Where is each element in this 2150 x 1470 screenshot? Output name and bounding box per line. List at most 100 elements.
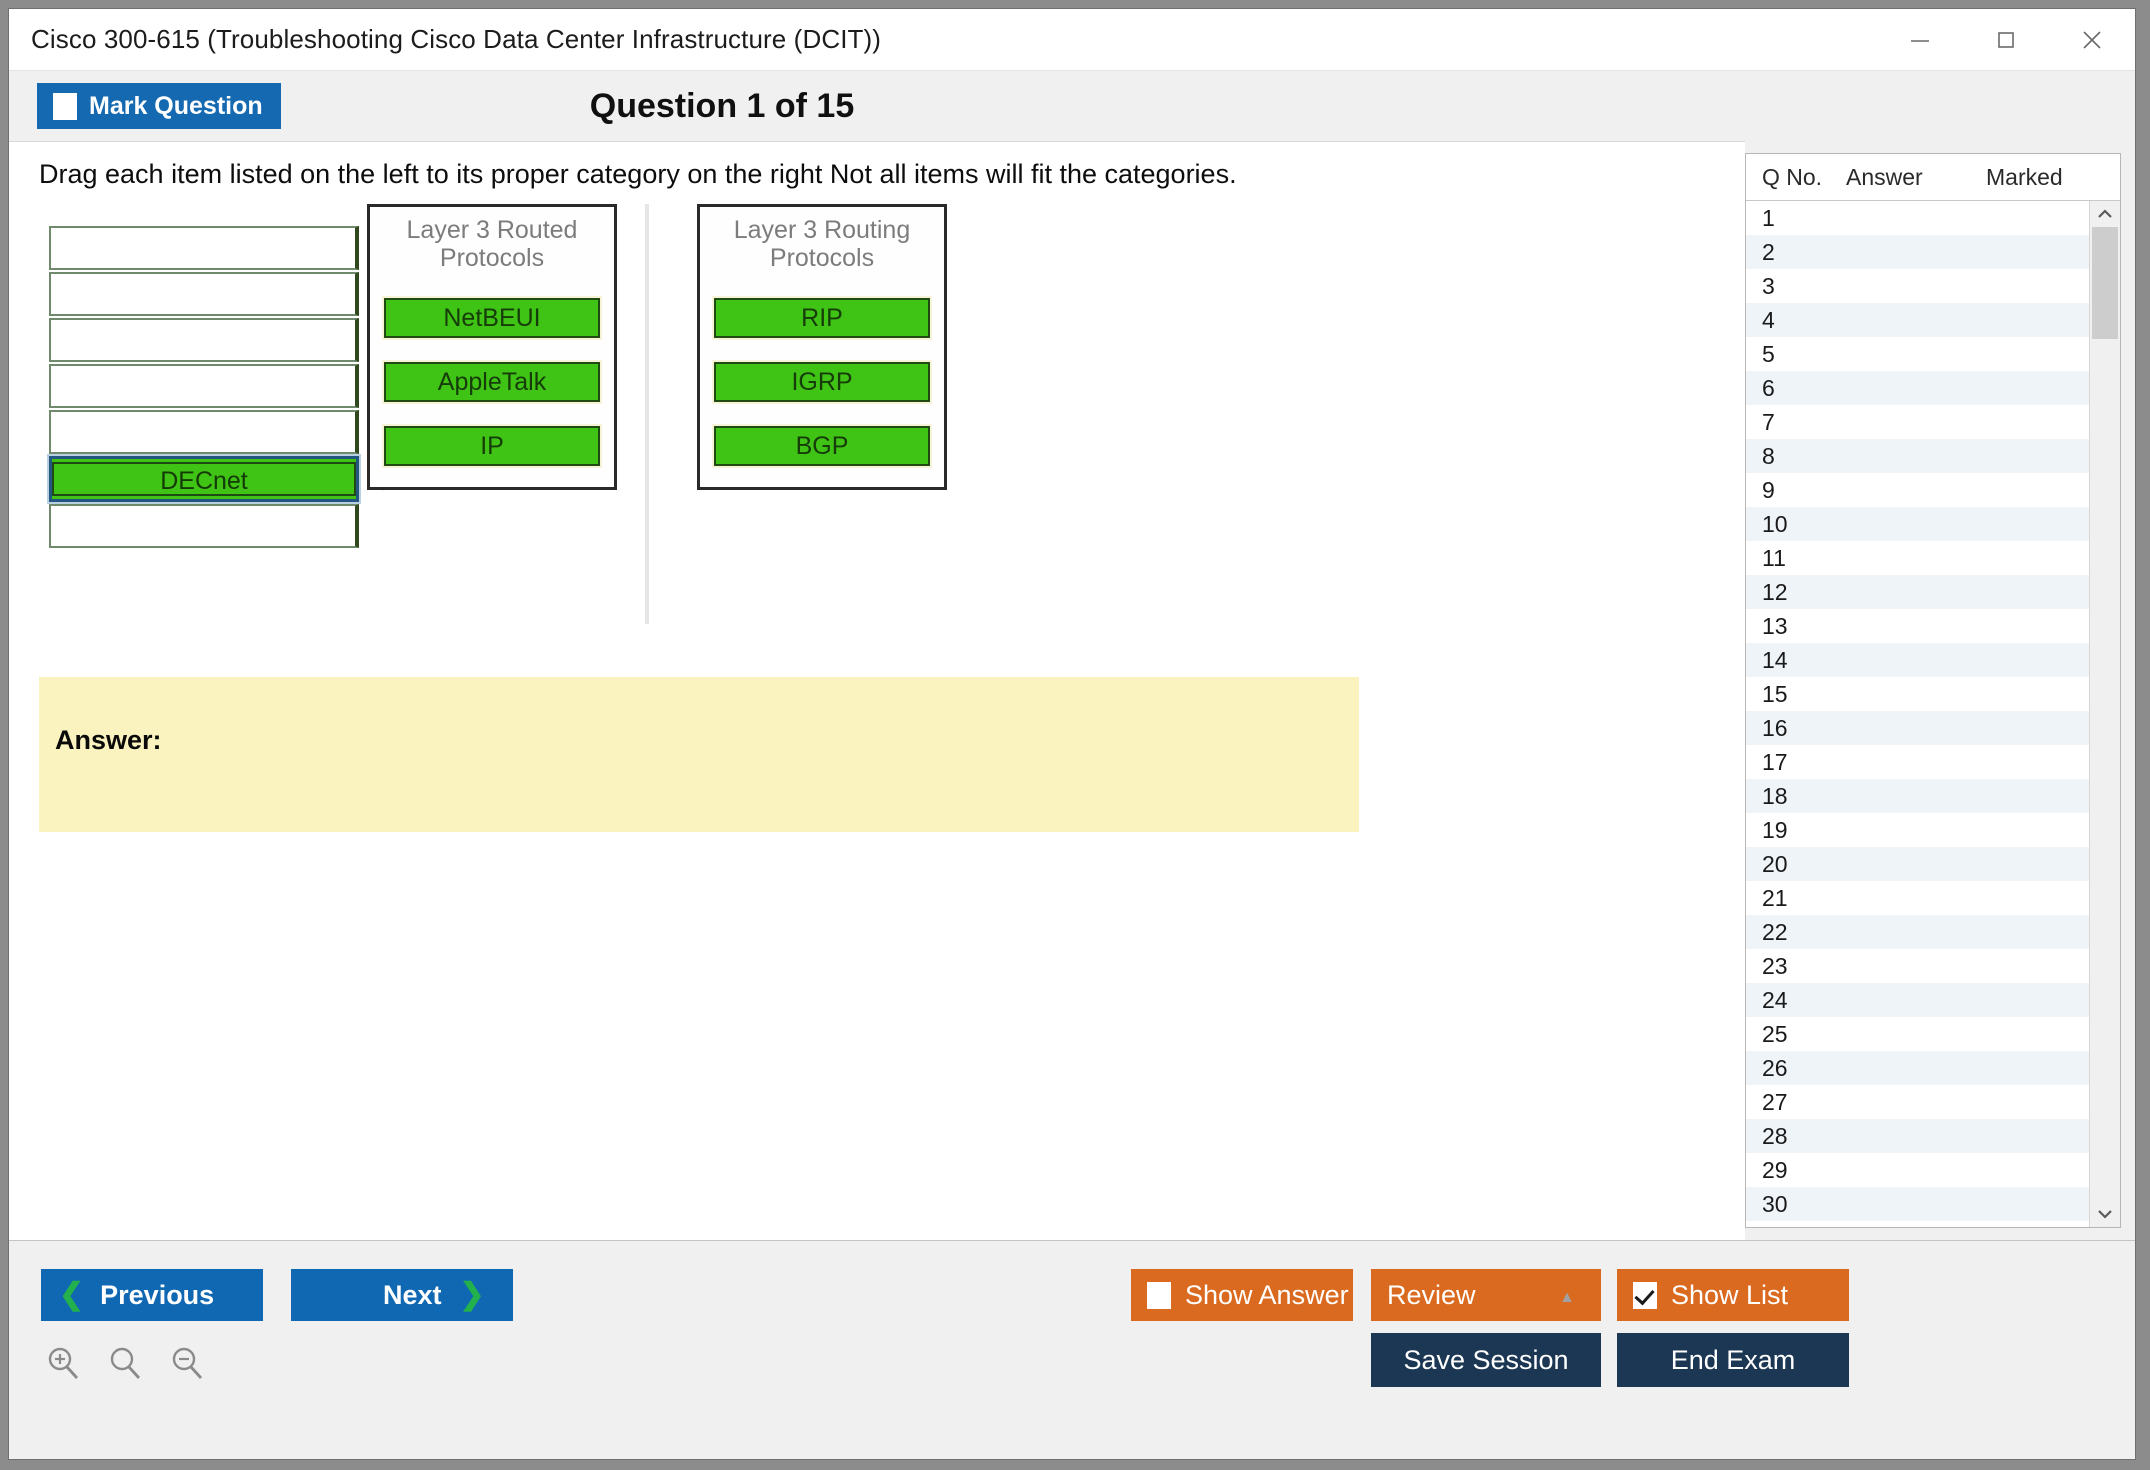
- source-item[interactable]: [49, 410, 359, 454]
- mark-question-label: Mark Question: [89, 91, 263, 120]
- review-dropdown[interactable]: Review ▲: [1371, 1269, 1601, 1321]
- table-row[interactable]: 23: [1746, 949, 2089, 983]
- source-item-decnet[interactable]: DECnet: [49, 456, 359, 502]
- table-row[interactable]: 30: [1746, 1187, 2089, 1221]
- header-q-no: Q No.: [1762, 163, 1823, 190]
- source-item[interactable]: [49, 272, 359, 316]
- source-item[interactable]: [49, 364, 359, 408]
- show-list-button[interactable]: Show List: [1617, 1269, 1849, 1321]
- show-list-label: Show List: [1671, 1279, 1789, 1310]
- table-row[interactable]: 6: [1746, 371, 2089, 405]
- mark-question-button[interactable]: Mark Question: [37, 83, 281, 129]
- table-row[interactable]: 10: [1746, 507, 2089, 541]
- end-exam-button[interactable]: End Exam: [1617, 1333, 1849, 1387]
- previous-label: Previous: [100, 1279, 215, 1310]
- table-row[interactable]: 11: [1746, 541, 2089, 575]
- table-row[interactable]: 1: [1746, 201, 2089, 235]
- window-titlebar: Cisco 300-615 (Troubleshooting Cisco Dat…: [9, 9, 2135, 71]
- cell-q-no: 23: [1762, 952, 1788, 979]
- save-session-button[interactable]: Save Session: [1371, 1333, 1601, 1387]
- table-row[interactable]: 28: [1746, 1119, 2089, 1153]
- maximize-icon[interactable]: [1963, 10, 2049, 70]
- close-icon[interactable]: [2049, 10, 2135, 70]
- chevron-left-icon: ❮: [59, 1278, 85, 1311]
- show-answer-button[interactable]: Show Answer: [1131, 1269, 1353, 1321]
- category-box-routing[interactable]: Layer 3 Routing Protocols RIP IGRP BGP: [697, 204, 947, 490]
- category-title: Layer 3 Routed Protocols: [406, 216, 578, 272]
- table-row[interactable]: 22: [1746, 915, 2089, 949]
- table-row[interactable]: 21: [1746, 881, 2089, 915]
- cell-q-no: 27: [1762, 1088, 1788, 1115]
- source-item[interactable]: [49, 318, 359, 362]
- table-row[interactable]: 15: [1746, 677, 2089, 711]
- table-row[interactable]: 20: [1746, 847, 2089, 881]
- exam-toolbar: Mark Question Question 1 of 15: [9, 71, 2135, 141]
- table-row[interactable]: 4: [1746, 303, 2089, 337]
- cell-q-no: 28: [1762, 1122, 1788, 1149]
- scroll-down-icon[interactable]: [2095, 1201, 2115, 1227]
- category-item[interactable]: IGRP: [714, 362, 930, 402]
- table-row[interactable]: 29: [1746, 1153, 2089, 1187]
- cell-q-no: 3: [1762, 272, 1775, 299]
- table-row[interactable]: 13: [1746, 609, 2089, 643]
- next-button[interactable]: Next ❯: [291, 1269, 513, 1321]
- table-row[interactable]: 18: [1746, 779, 2089, 813]
- table-row[interactable]: 8: [1746, 439, 2089, 473]
- answer-label: Answer:: [55, 725, 162, 755]
- table-row[interactable]: 3: [1746, 269, 2089, 303]
- table-row[interactable]: 5: [1746, 337, 2089, 371]
- category-box-routed[interactable]: Layer 3 Routed Protocols NetBEUI AppleTa…: [367, 204, 617, 490]
- table-row[interactable]: 7: [1746, 405, 2089, 439]
- question-list-header: Q No. Answer Marked: [1746, 154, 2120, 201]
- source-item[interactable]: [49, 504, 359, 548]
- show-list-checkbox-icon[interactable]: [1633, 1281, 1657, 1309]
- source-item-list: DECnet: [49, 226, 359, 550]
- cell-q-no: 22: [1762, 918, 1788, 945]
- source-item[interactable]: [49, 226, 359, 270]
- table-row[interactable]: 27: [1746, 1085, 2089, 1119]
- category-item[interactable]: NetBEUI: [384, 298, 600, 338]
- cell-q-no: 6: [1762, 374, 1775, 401]
- cell-q-no: 12: [1762, 578, 1788, 605]
- cell-q-no: 24: [1762, 986, 1788, 1013]
- table-row[interactable]: 17: [1746, 745, 2089, 779]
- zoom-in-icon[interactable]: [43, 1343, 83, 1383]
- table-row[interactable]: 9: [1746, 473, 2089, 507]
- exam-window: Cisco 300-615 (Troubleshooting Cisco Dat…: [8, 8, 2136, 1460]
- question-list-scrollbar[interactable]: [2089, 201, 2120, 1227]
- table-row[interactable]: 19: [1746, 813, 2089, 847]
- cell-q-no: 19: [1762, 816, 1788, 843]
- zoom-controls: [43, 1343, 207, 1383]
- category-item[interactable]: BGP: [714, 426, 930, 466]
- mark-question-checkbox-icon[interactable]: [53, 92, 77, 120]
- table-row[interactable]: 26: [1746, 1051, 2089, 1085]
- page-title: Question 1 of 15: [589, 86, 855, 125]
- table-row[interactable]: 25: [1746, 1017, 2089, 1051]
- category-item[interactable]: RIP: [714, 298, 930, 338]
- zoom-out-icon[interactable]: [167, 1343, 207, 1383]
- table-row[interactable]: 16: [1746, 711, 2089, 745]
- previous-button[interactable]: ❮ Previous: [41, 1269, 263, 1321]
- table-row[interactable]: 14: [1746, 643, 2089, 677]
- cell-q-no: 2: [1762, 238, 1775, 265]
- category-item[interactable]: AppleTalk: [384, 362, 600, 402]
- scroll-up-icon[interactable]: [2095, 201, 2115, 227]
- show-answer-checkbox-icon[interactable]: [1147, 1281, 1171, 1309]
- cell-q-no: 20: [1762, 850, 1788, 877]
- cell-q-no: 4: [1762, 306, 1775, 333]
- chevron-up-icon[interactable]: ▲: [1559, 1289, 1575, 1306]
- cell-q-no: 15: [1762, 680, 1788, 707]
- table-row[interactable]: 24: [1746, 983, 2089, 1017]
- table-row[interactable]: 2: [1746, 235, 2089, 269]
- chevron-right-icon: ❯: [459, 1278, 485, 1311]
- zoom-reset-icon[interactable]: [105, 1343, 145, 1383]
- diagram-divider-line: [645, 204, 649, 624]
- table-row[interactable]: 12: [1746, 575, 2089, 609]
- scrollbar-thumb[interactable]: [2092, 227, 2118, 339]
- cell-q-no: 16: [1762, 714, 1788, 741]
- category-item[interactable]: IP: [384, 426, 600, 466]
- minimize-icon[interactable]: [1877, 10, 1963, 70]
